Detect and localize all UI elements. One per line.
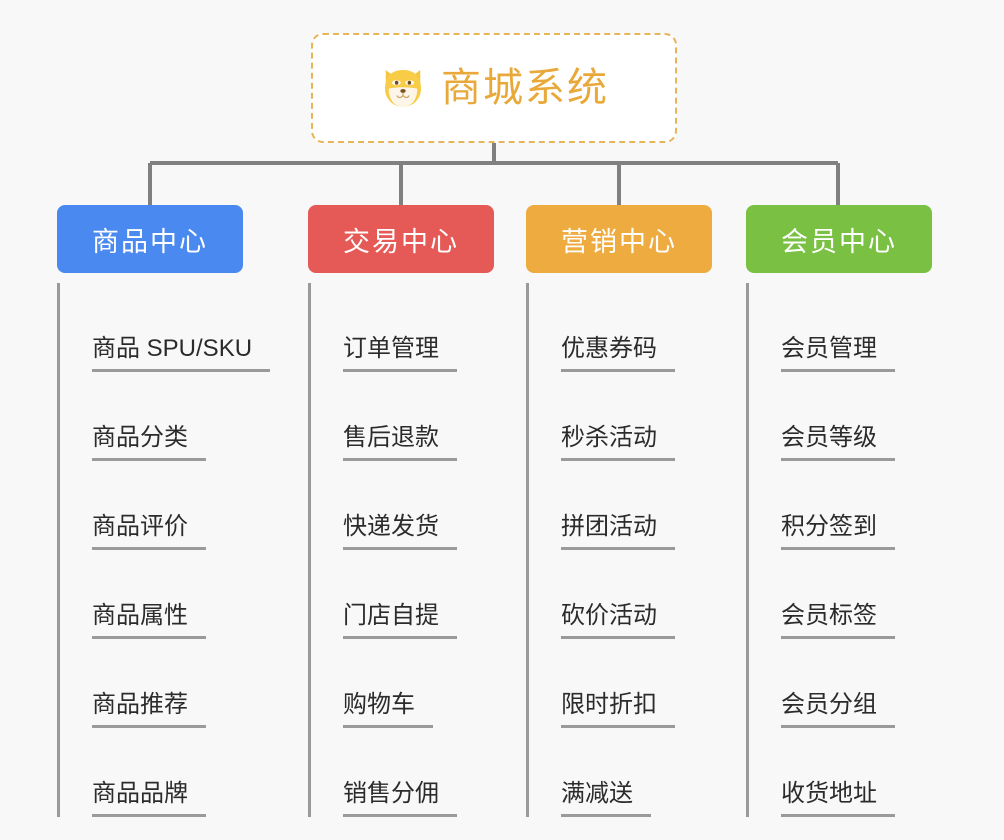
branch-header-label: 营销中心 (561, 226, 677, 257)
leaf-label: 商品品牌 (92, 780, 206, 817)
branch-children-member-center: 会员管理 会员等级 积分签到 会员标签 会员分组 收货地址 (746, 283, 932, 817)
leaf-label: 购物车 (343, 691, 433, 728)
root-node[interactable]: 商城系统 (311, 33, 677, 143)
list-item[interactable]: 商品品牌 (60, 728, 243, 817)
list-item[interactable]: 门店自提 (311, 550, 494, 639)
list-item[interactable]: 快递发货 (311, 461, 494, 550)
list-item[interactable]: 订单管理 (311, 283, 494, 372)
leaf-label: 商品评价 (92, 513, 206, 550)
branch-header-marketing-center[interactable]: 营销中心 (526, 205, 712, 273)
shiba-dog-face-icon (379, 64, 427, 112)
list-item[interactable]: 售后退款 (311, 372, 494, 461)
leaf-label: 订单管理 (343, 335, 457, 372)
leaf-label: 拼团活动 (561, 513, 675, 550)
leaf-label: 限时折扣 (561, 691, 675, 728)
branch-header-trade-center[interactable]: 交易中心 (308, 205, 494, 273)
branch-children-trade-center: 订单管理 售后退款 快递发货 门店自提 购物车 销售分佣 (308, 283, 494, 817)
branch-header-label: 交易中心 (343, 226, 459, 257)
list-item[interactable]: 会员等级 (749, 372, 932, 461)
list-item[interactable]: 会员管理 (749, 283, 932, 372)
leaf-label: 商品 SPU/SKU (92, 335, 271, 372)
leaf-label: 会员分组 (781, 691, 895, 728)
list-item[interactable]: 满减送 (529, 728, 712, 817)
branch-column-marketing-center: 营销中心 优惠券码 秒杀活动 拼团活动 砍价活动 限时折扣 满减送 (526, 205, 712, 817)
leaf-label: 会员管理 (781, 335, 895, 372)
leaf-label: 优惠券码 (561, 335, 675, 372)
list-item[interactable]: 限时折扣 (529, 639, 712, 728)
leaf-label: 售后退款 (343, 424, 457, 461)
leaf-label: 商品属性 (92, 602, 206, 639)
list-item[interactable]: 砍价活动 (529, 550, 712, 639)
list-item[interactable]: 商品分类 (60, 372, 243, 461)
branch-header-label: 会员中心 (781, 226, 897, 257)
leaf-label: 收货地址 (781, 780, 895, 817)
list-item[interactable]: 销售分佣 (311, 728, 494, 817)
list-item[interactable]: 秒杀活动 (529, 372, 712, 461)
list-item[interactable]: 会员标签 (749, 550, 932, 639)
list-item[interactable]: 收货地址 (749, 728, 932, 817)
leaf-label: 商品分类 (92, 424, 206, 461)
branch-header-product-center[interactable]: 商品中心 (57, 205, 243, 273)
leaf-label: 快递发货 (343, 513, 457, 550)
leaf-label: 门店自提 (343, 602, 457, 639)
leaf-label: 积分签到 (781, 513, 895, 550)
branch-children-product-center: 商品 SPU/SKU 商品分类 商品评价 商品属性 商品推荐 商品品牌 (57, 283, 271, 817)
list-item[interactable]: 商品 SPU/SKU (60, 283, 271, 372)
branch-column-product-center: 商品中心 商品 SPU/SKU 商品分类 商品评价 商品属性 商品推荐 商品品牌 (57, 205, 271, 817)
branch-header-member-center[interactable]: 会员中心 (746, 205, 932, 273)
list-item[interactable]: 积分签到 (749, 461, 932, 550)
branch-children-marketing-center: 优惠券码 秒杀活动 拼团活动 砍价活动 限时折扣 满减送 (526, 283, 712, 817)
list-item[interactable]: 会员分组 (749, 639, 932, 728)
leaf-label: 砍价活动 (561, 602, 675, 639)
list-item[interactable]: 购物车 (311, 639, 494, 728)
root-title: 商城系统 (441, 66, 609, 110)
leaf-label: 会员等级 (781, 424, 895, 461)
list-item[interactable]: 商品属性 (60, 550, 243, 639)
list-item[interactable]: 商品评价 (60, 461, 243, 550)
list-item[interactable]: 商品推荐 (60, 639, 243, 728)
list-item[interactable]: 优惠券码 (529, 283, 712, 372)
leaf-label: 秒杀活动 (561, 424, 675, 461)
branch-header-label: 商品中心 (92, 226, 208, 257)
leaf-label: 会员标签 (781, 602, 895, 639)
leaf-label: 满减送 (561, 780, 651, 817)
list-item[interactable]: 拼团活动 (529, 461, 712, 550)
branch-column-member-center: 会员中心 会员管理 会员等级 积分签到 会员标签 会员分组 收货地址 (746, 205, 932, 817)
branch-column-trade-center: 交易中心 订单管理 售后退款 快递发货 门店自提 购物车 销售分佣 (308, 205, 494, 817)
leaf-label: 销售分佣 (343, 780, 457, 817)
leaf-label: 商品推荐 (92, 691, 206, 728)
